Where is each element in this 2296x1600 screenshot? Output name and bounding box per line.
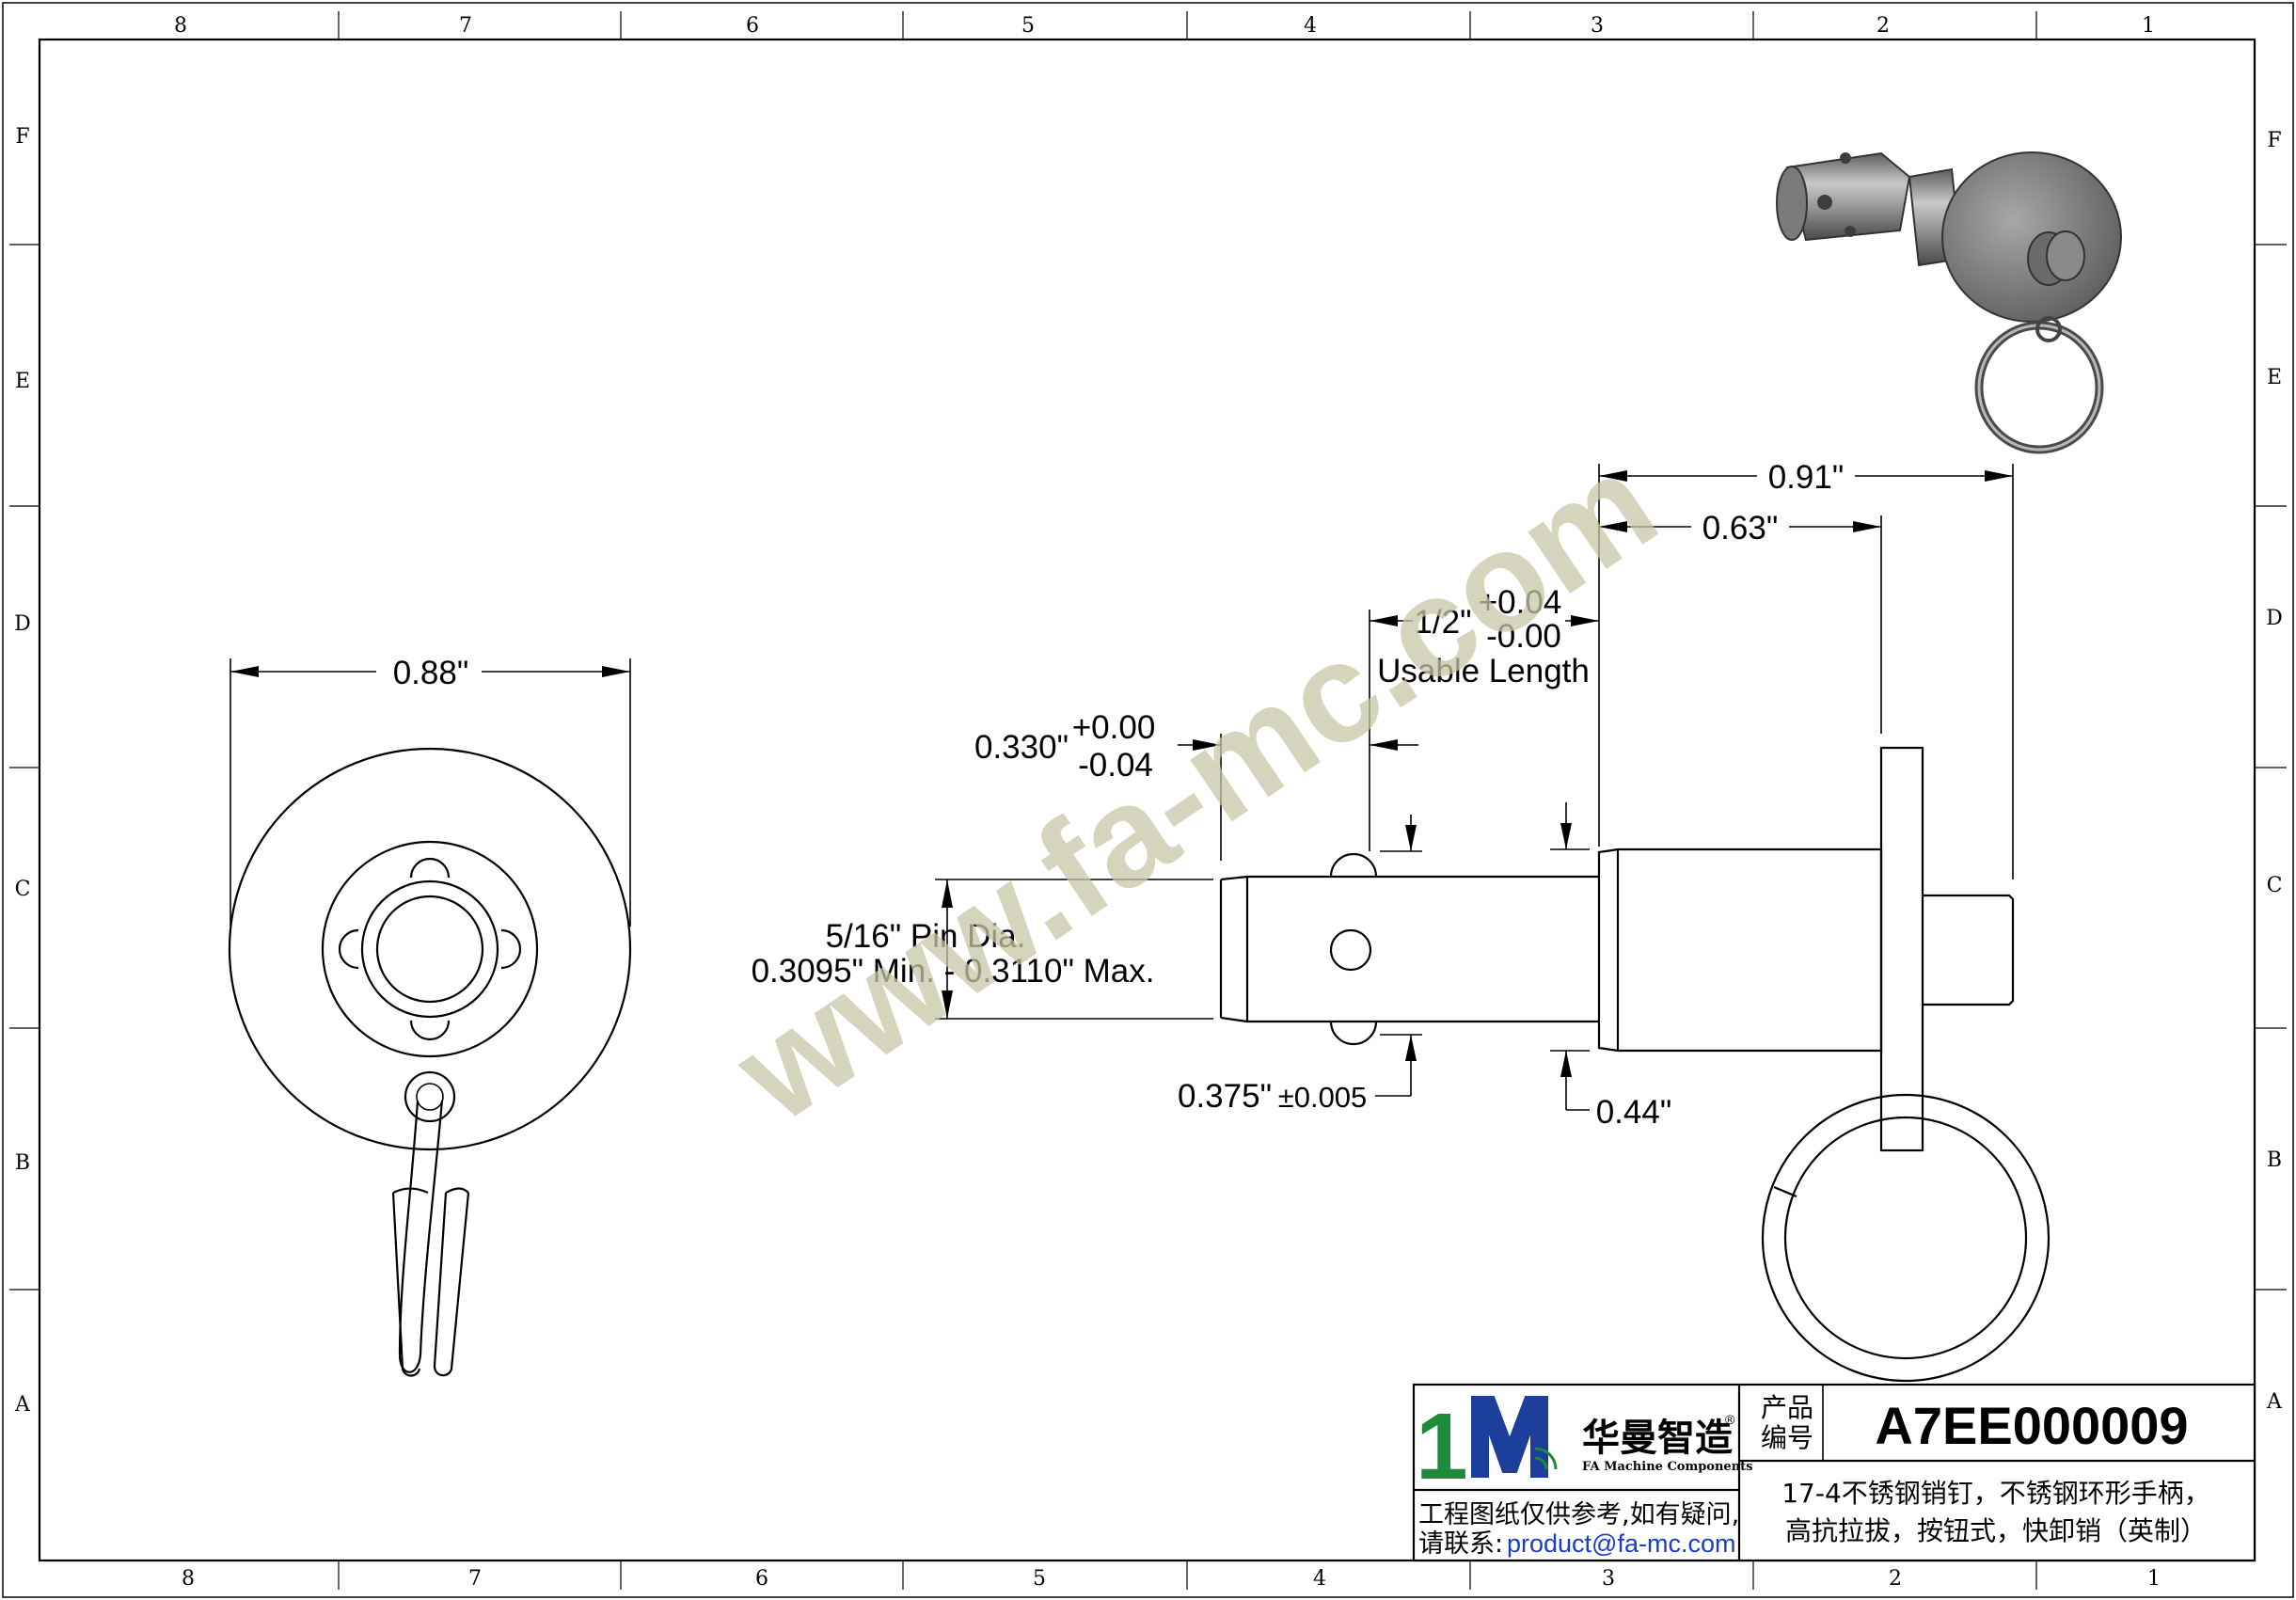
zone-col-top-2: 2 bbox=[1876, 14, 1890, 38]
zone-col-top-5: 5 bbox=[1021, 14, 1035, 38]
zone-col-bottom-7: 7 bbox=[468, 1567, 482, 1591]
zone-row-left-D: D bbox=[14, 612, 31, 636]
zone-col-bottom-2: 2 bbox=[1889, 1567, 1902, 1591]
dim-usable-length: 1/2" +0.04 -0.00 Usable Length bbox=[1369, 584, 1599, 851]
product-label-line2: 编号 bbox=[1761, 1422, 1813, 1453]
inner-frame bbox=[38, 38, 2256, 1562]
dim-overall-length: 0.91" bbox=[1598, 459, 2014, 879]
dim-shoulder-length: 0.63" bbox=[1599, 510, 1882, 734]
zone-col-bottom-8: 8 bbox=[182, 1567, 195, 1591]
zone-row-left-A: A bbox=[14, 1393, 31, 1417]
zone-ticks bbox=[9, 11, 2287, 1590]
zone-col-top-1: 1 bbox=[2142, 14, 2155, 38]
zone-row-left-E: E bbox=[15, 370, 30, 393]
logo-mark-one: 1 bbox=[1416, 1394, 1468, 1499]
product-label-line1: 产品 bbox=[1761, 1392, 1813, 1423]
zone-col-top-6: 6 bbox=[746, 14, 759, 38]
dim-label-ball-pos: 0.330" bbox=[974, 729, 1069, 766]
front-view bbox=[228, 747, 632, 1377]
zone-row-right-C: C bbox=[2267, 874, 2283, 897]
zone-col-bottom-6: 6 bbox=[755, 1567, 768, 1591]
brand-name-en: FA Machine Components bbox=[1582, 1460, 1752, 1474]
dim-label-ball-minus: -0.04 bbox=[1078, 747, 1153, 784]
dim-label-flange-dia: 0.88" bbox=[393, 655, 469, 691]
product-description-line1: 17-4不锈钢销钉，不锈钢环形手柄， bbox=[1781, 1478, 2210, 1509]
dim-label-usable-nominal: 1/2" bbox=[1414, 604, 1471, 641]
zone-row-right-B: B bbox=[2267, 1149, 2282, 1172]
dim-label-usable-caption: Usable Length bbox=[1377, 653, 1590, 689]
dim-shoulder-diameter: 0.44" bbox=[1550, 802, 1671, 1131]
zone-row-left-F: F bbox=[15, 125, 29, 149]
dim-label-pin-dia-title: 5/16" Pin Dia. bbox=[826, 918, 1026, 955]
zone-row-right-D: D bbox=[2266, 607, 2283, 630]
zone-col-top-8: 8 bbox=[174, 14, 187, 38]
brand-name-cn: 华曼智造 bbox=[1582, 1417, 1733, 1460]
isometric-part-render bbox=[1776, 151, 2122, 454]
zone-row-left-B: B bbox=[15, 1151, 30, 1175]
zone-col-top-4: 4 bbox=[1304, 14, 1317, 38]
zone-row-right-E: E bbox=[2267, 366, 2282, 389]
watermark-text: www.fa-mc.com bbox=[707, 423, 1683, 1152]
brand-registered-mark: ® bbox=[1725, 1412, 1735, 1427]
dim-label-shoulder: 0.63" bbox=[1702, 510, 1779, 547]
zone-row-right-F: F bbox=[2267, 129, 2281, 152]
dim-pin-diameter: 5/16" Pin Dia. 0.3095" Min. - 0.3110" Ma… bbox=[752, 879, 1213, 1020]
reference-note-line1: 工程图纸仅供参考,如有疑问, bbox=[1418, 1500, 1739, 1529]
title-block: 1 华曼智造 ® FA Machine Components 产品 编号 A7E… bbox=[1412, 1383, 2256, 1562]
zone-col-bottom-5: 5 bbox=[1033, 1567, 1046, 1591]
zone-col-top-7: 7 bbox=[459, 14, 472, 38]
zone-col-bottom-1: 1 bbox=[2147, 1567, 2161, 1591]
contact-email-link[interactable]: product@fa-mc.com bbox=[1507, 1529, 1735, 1558]
product-code: A7EE000009 bbox=[1875, 1396, 2188, 1455]
product-description-line2: 高抗拉拔，按钮式，快卸销（英制） bbox=[1785, 1515, 2207, 1546]
dim-label-ball-dia: 0.375" bbox=[1178, 1078, 1272, 1115]
zone-row-left-C: C bbox=[15, 878, 31, 901]
dim-label-ball-dia-tol: ±0.005 bbox=[1278, 1081, 1368, 1114]
zone-col-bottom-3: 3 bbox=[1602, 1567, 1615, 1591]
dim-label-pin-dia-range: 0.3095" Min. - 0.3110" Max. bbox=[752, 953, 1155, 990]
reference-note-line2-prefix: 请联系: bbox=[1418, 1529, 1503, 1559]
zone-col-bottom-4: 4 bbox=[1313, 1567, 1326, 1591]
dim-label-overall: 0.91" bbox=[1768, 459, 1845, 496]
dim-label-usable-minus: -0.00 bbox=[1486, 618, 1561, 655]
brand-logo: 1 华曼智造 ® FA Machine Components bbox=[1416, 1394, 1752, 1499]
dim-label-usable-plus: +0.04 bbox=[1479, 584, 1562, 621]
dim-label-shoulder-dia: 0.44" bbox=[1596, 1094, 1672, 1131]
dim-flange-diameter: 0.88" bbox=[230, 655, 631, 927]
side-view bbox=[1219, 746, 2051, 1383]
zone-row-right-A: A bbox=[2266, 1390, 2283, 1414]
dim-ball-diameter: 0.375" ±0.005 bbox=[1178, 815, 1422, 1115]
dim-label-ball-plus: +0.00 bbox=[1072, 709, 1156, 746]
zone-col-top-3: 3 bbox=[1591, 14, 1604, 38]
dim-ball-position: 0.330" +0.00 -0.04 bbox=[974, 709, 1418, 861]
